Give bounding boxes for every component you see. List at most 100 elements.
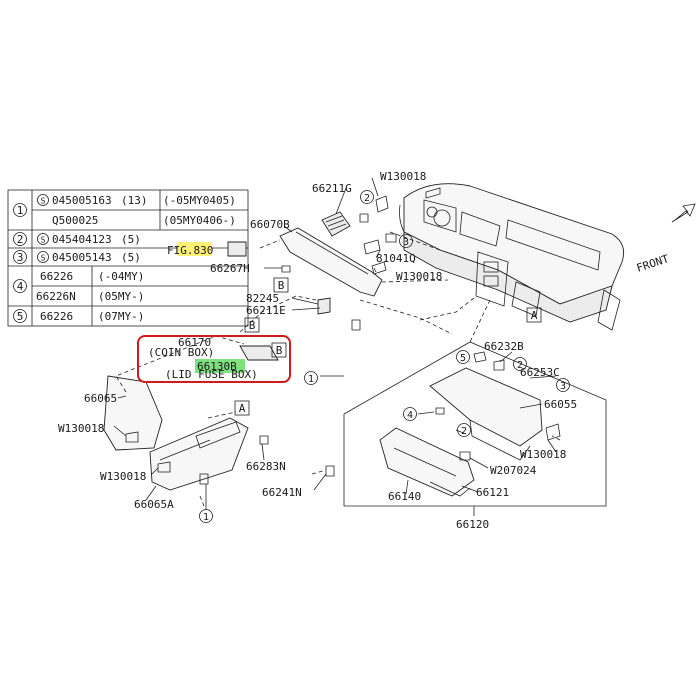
svg-text:A: A [531,309,538,322]
fig-ref-suffix: 0 [207,244,214,257]
lower-left-trim-parts [103,345,279,491]
svg-text:2: 2 [461,426,467,437]
fig-reference[interactable]: FIG.830 [167,244,213,257]
svg-text:FIG.830: FIG.830 [167,244,213,257]
label-coin-box: (COIN BOX) [148,346,214,359]
red-annotation-box [137,335,291,383]
table-ref-1: 1 [17,204,24,217]
glove-box-lid-shape [379,427,475,497]
table-callout-1 [13,203,27,217]
label-66241N: 66241N [262,486,302,499]
callout-2-top: 2 [360,190,374,204]
side-trim-66065A-shape [149,417,249,491]
part-66130B-highlight [195,359,245,373]
callout-2-lower: 2 [457,423,471,437]
svg-text:1: 1 [203,512,209,523]
svg-text:2: 2 [364,193,370,204]
part-number-table: 1 2 3 4 5 S 045005163 (13) (-05MY0405) Q… [7,189,249,327]
table-note: (05MY-) [98,290,144,303]
sealant-icon [37,251,49,263]
callout-2-right: 2 [513,357,527,371]
label-66065A: 66065A [134,498,174,511]
label-66055: 66055 [544,398,577,411]
label-W130018-mid: W130018 [396,270,442,283]
table-note: (-04MY) [98,270,144,283]
label-66253C: 66253C [520,366,560,379]
fig-ref-prefix: F [167,244,174,257]
label-W130018-left1: W130018 [58,422,104,435]
label-66211E: 66211E [246,304,286,317]
table-pn: Q500025 [52,214,98,227]
label-66170: 66170 [178,336,211,349]
label-66130B: 66130B [197,360,237,373]
label-66140: 66140 [388,490,421,503]
callout-3-right: 3 [556,378,570,392]
table-pn: 045005163 [52,194,112,207]
callout-3-top: 3 [399,234,413,248]
front-arrow-icon [671,203,696,223]
dashboard-panel [399,183,625,331]
svg-text:S: S [41,197,46,206]
upper-trim-parts [227,195,397,331]
fig-reference-highlight [177,242,212,256]
switch-connector-shape [227,241,247,257]
table-qty: (13) [121,194,148,207]
label-W130018-top: W130018 [380,170,426,183]
front-direction-indicator: FRONT [635,203,696,275]
box-letter-A-lower: A [234,400,250,416]
label-81041Q: 81041Q [376,252,416,265]
table-ref-2: 2 [17,233,24,246]
svg-text:5: 5 [460,353,466,364]
table-note: (07MY-) [98,310,144,323]
svg-text:S: S [41,236,46,245]
glove-box-group [325,341,607,507]
table-ref-4: 4 [17,280,24,293]
label-66283N: 66283N [246,460,286,473]
label-66267H: 66267H [210,262,250,275]
callout-4: 4 [403,407,417,421]
svg-text:A: A [239,402,246,415]
glove-box-bracket-outline [343,341,607,507]
callout-1-glovebox: 1 [304,371,318,385]
svg-text:B: B [276,344,283,357]
label-66120: 66120 [456,518,489,531]
label-66211G: 66211G [312,182,352,195]
label-W130018-left2: W130018 [100,470,146,483]
box-letter-A-dash: A [526,307,542,323]
table-pn: 045404123 [52,233,112,246]
dashed-leader-lines [115,231,561,507]
fig-ref-highlight: IG.83 [174,244,207,257]
table-pn: 66226N [36,290,76,303]
svg-text:2: 2 [517,360,523,371]
label-66232B: 66232B [484,340,524,353]
label-66065: 66065 [84,392,117,405]
label-W130018-right: W130018 [520,448,566,461]
label-W207024: W207024 [490,464,537,477]
side-trim-66065-shape [103,375,163,451]
label-82245: 82245 [246,292,279,305]
svg-text:3: 3 [403,237,409,248]
table-pn: 66226 [40,310,73,323]
table-note: (-05MY0405) [163,194,236,207]
solid-leader-lines [113,177,557,516]
sealant-icon [37,194,49,206]
table-note: (05MY0406-) [163,214,236,227]
svg-text:4: 4 [407,410,413,421]
table-qty: (5) [121,233,141,246]
table-ref-5: 5 [17,310,24,323]
table-qty: (5) [121,251,141,264]
sealant-icon [37,233,49,245]
vent-66211G-shape [321,211,351,237]
callout-1-left: 1 [199,509,213,523]
table-ref-3: 3 [17,251,24,264]
svg-text:3: 3 [560,381,566,392]
svg-text:S: S [41,254,46,263]
table-pn: 045005143 [52,251,112,264]
table-pn: 66226 [40,270,73,283]
label-lid-fuse-box: (LID FUSE BOX) [165,368,258,381]
box-letter-B-upper: B [273,277,289,293]
svg-text:1: 1 [308,374,314,385]
label-66070B: 66070B [250,218,290,231]
